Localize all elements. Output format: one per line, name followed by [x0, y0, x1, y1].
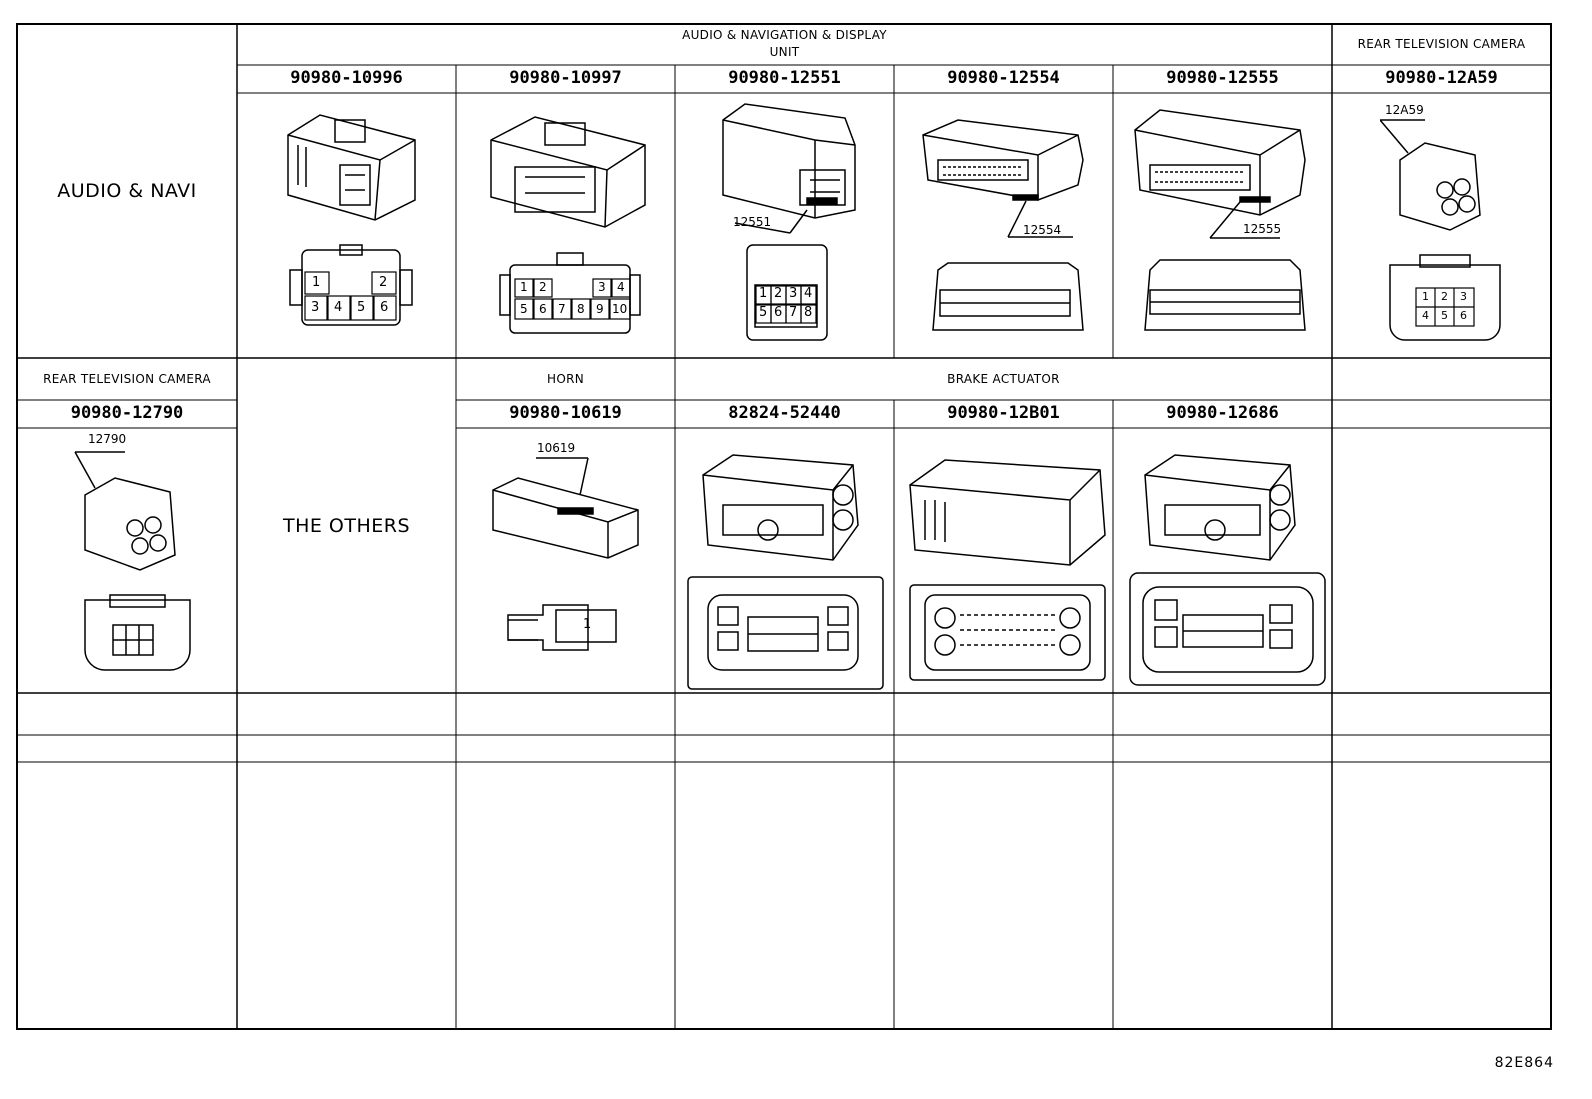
section-the-others: THE OTHERS — [282, 515, 411, 537]
pinout-12a59: 1 2 3 4 5 6 — [1415, 287, 1475, 327]
pinout-10997: 1 2 3 4 5 6 7 8 9 10 — [513, 277, 633, 323]
part-number: 90980-12551 — [728, 68, 841, 88]
part-number: 90980-12790 — [70, 403, 184, 423]
connector-10997-drawing — [490, 116, 646, 334]
connector-12790-drawing — [74, 451, 191, 671]
callout-12554: 12554 — [1023, 223, 1062, 237]
connector-12555-drawing — [1134, 109, 1306, 331]
part-number: 90980-12555 — [1166, 68, 1279, 88]
connector-12551-drawing — [722, 103, 856, 341]
callout-12790: 12790 — [88, 432, 127, 446]
connector-10996-drawing — [287, 114, 416, 326]
connector-12b01-drawing — [909, 459, 1106, 681]
part-number: 90980-12554 — [947, 68, 1060, 88]
connector-12686-drawing — [1129, 454, 1326, 686]
group-audio-unit: AUDIO & NAVIGATION & DISPLAY — [682, 28, 887, 42]
group-audio-unit-line2: UNIT — [769, 45, 800, 59]
part-number: 90980-10996 — [290, 68, 403, 88]
group-rear-camera-2: REAR TELEVISION CAMERA — [43, 372, 211, 386]
connector-12a59-drawing — [1380, 119, 1501, 341]
pin-1-10619: 1 — [583, 617, 592, 632]
callout-12551: 12551 — [733, 215, 772, 229]
connector-12554-drawing — [922, 119, 1084, 331]
connector-82824-52440-drawing — [687, 454, 884, 690]
callout-12555: 12555 — [1243, 222, 1282, 236]
section-audio-navi: AUDIO & NAVI — [57, 180, 197, 202]
group-horn: HORN — [547, 372, 584, 386]
part-number: 82824-52440 — [728, 403, 841, 423]
connector-10619-drawing — [492, 457, 639, 651]
callout-12a59: 12A59 — [1385, 103, 1424, 117]
part-number: 90980-10619 — [509, 403, 622, 423]
pinout-12551: 1 2 3 4 5 6 7 8 — [755, 285, 817, 325]
part-number: 90980-10997 — [509, 68, 622, 88]
part-number: 90980-12686 — [1166, 403, 1279, 423]
part-number: 90980-12B01 — [947, 403, 1060, 423]
callout-10619: 10619 — [537, 441, 576, 455]
part-number: 90980-12A59 — [1385, 68, 1498, 88]
pinout-10996: 1 2 3 4 5 6 — [302, 270, 402, 330]
drawing-reference: 82E864 — [1494, 1055, 1554, 1071]
group-brake-actuator: BRAKE ACTUATOR — [947, 372, 1060, 386]
group-rear-camera: REAR TELEVISION CAMERA — [1357, 37, 1526, 51]
